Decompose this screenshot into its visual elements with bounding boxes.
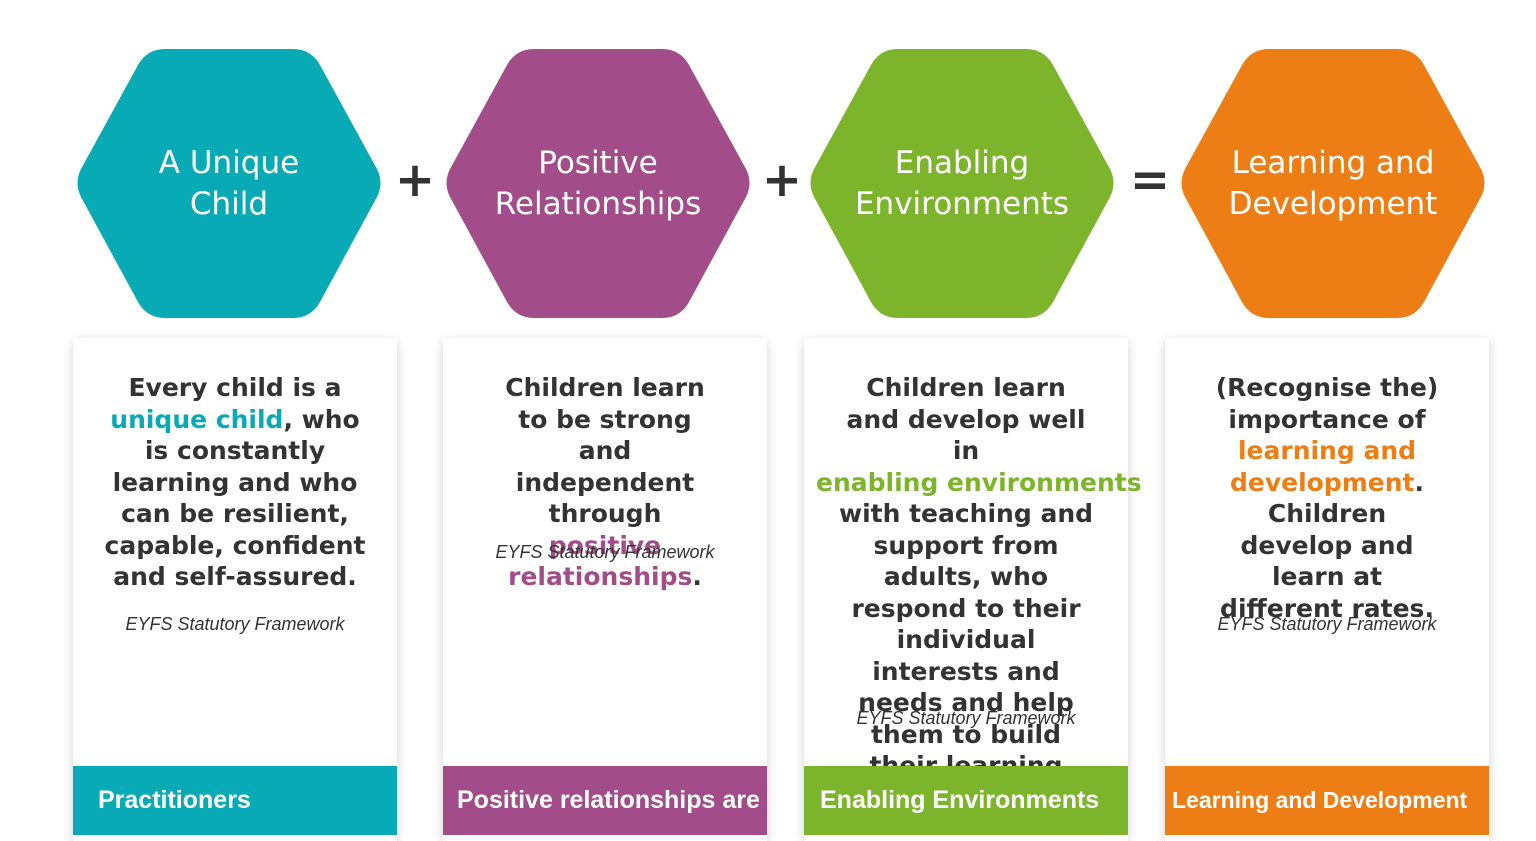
hexagon-enabling-environments: Enabling Environments <box>810 47 1114 320</box>
card-text-start: Children learn to be strong and independ… <box>505 373 705 528</box>
card-text-start: Children learn and develop well in <box>846 373 1086 465</box>
card-source: EYFS Statutory Framework <box>495 542 715 562</box>
hexagon-shape <box>810 49 1114 318</box>
card-highlight: positive relationships <box>508 530 693 592</box>
card-body: Every child is a unique child, who is co… <box>73 372 397 593</box>
hexagon-title: Learning and Development <box>1228 144 1438 222</box>
card-footer: Positive relationships are <box>443 766 767 835</box>
card-footer: Practitioners <box>73 766 397 835</box>
hexagon-shape <box>77 49 381 318</box>
plus-operator: + <box>761 152 803 208</box>
hexagon-positive-relationships: Positive Relationships <box>446 47 750 320</box>
card-highlight: learning and development <box>1230 436 1417 497</box>
hexagon-title: Enabling Environments <box>854 144 1070 222</box>
card-source: EYFS Statutory Framework <box>856 708 1076 728</box>
card-source: EYFS Statutory Framework <box>1217 614 1437 634</box>
hexagon-title: Positive Relationships <box>494 144 702 222</box>
card-footer: Learning and Development <box>1165 766 1489 835</box>
card-enabling-environments: Children learn and develop well in enabl… <box>804 338 1142 841</box>
hexagon-unique-child: A Unique Child <box>77 47 381 320</box>
card-learning-development: (Recognise the) importance of learning a… <box>1165 338 1489 841</box>
hexagon-learning-development: Learning and Development <box>1181 47 1485 320</box>
card-text-end: . <box>692 562 702 591</box>
card-text-start: Every child is a <box>128 373 342 402</box>
card-body: (Recognise the) importance of learning a… <box>1165 372 1489 624</box>
plus-operator: + <box>394 152 436 208</box>
card-body: Children learn to be strong and independ… <box>443 372 767 593</box>
card-highlight: unique child <box>110 404 284 434</box>
card-unique-child: Every child is a unique child, who is co… <box>73 338 397 841</box>
hexagon-shape <box>446 49 750 318</box>
card-footer: Enabling Environments <box>804 766 1128 835</box>
equals-operator: = <box>1129 152 1171 208</box>
card-text-end: . Children develop and learn at differen… <box>1220 467 1434 623</box>
card-positive-relationships: Children learn to be strong and independ… <box>443 338 767 841</box>
card-body: Children learn and develop well in enabl… <box>804 372 1142 813</box>
card-source: EYFS Statutory Framework <box>125 614 345 634</box>
card-text-start: (Recognise the) importance of <box>1215 373 1439 434</box>
card-text-end: , who is constantly learning and who can… <box>104 404 366 592</box>
hexagon-title: A Unique Child <box>158 144 300 222</box>
card-highlight: enabling environments <box>816 467 1142 497</box>
hexagon-shape <box>1181 49 1485 318</box>
